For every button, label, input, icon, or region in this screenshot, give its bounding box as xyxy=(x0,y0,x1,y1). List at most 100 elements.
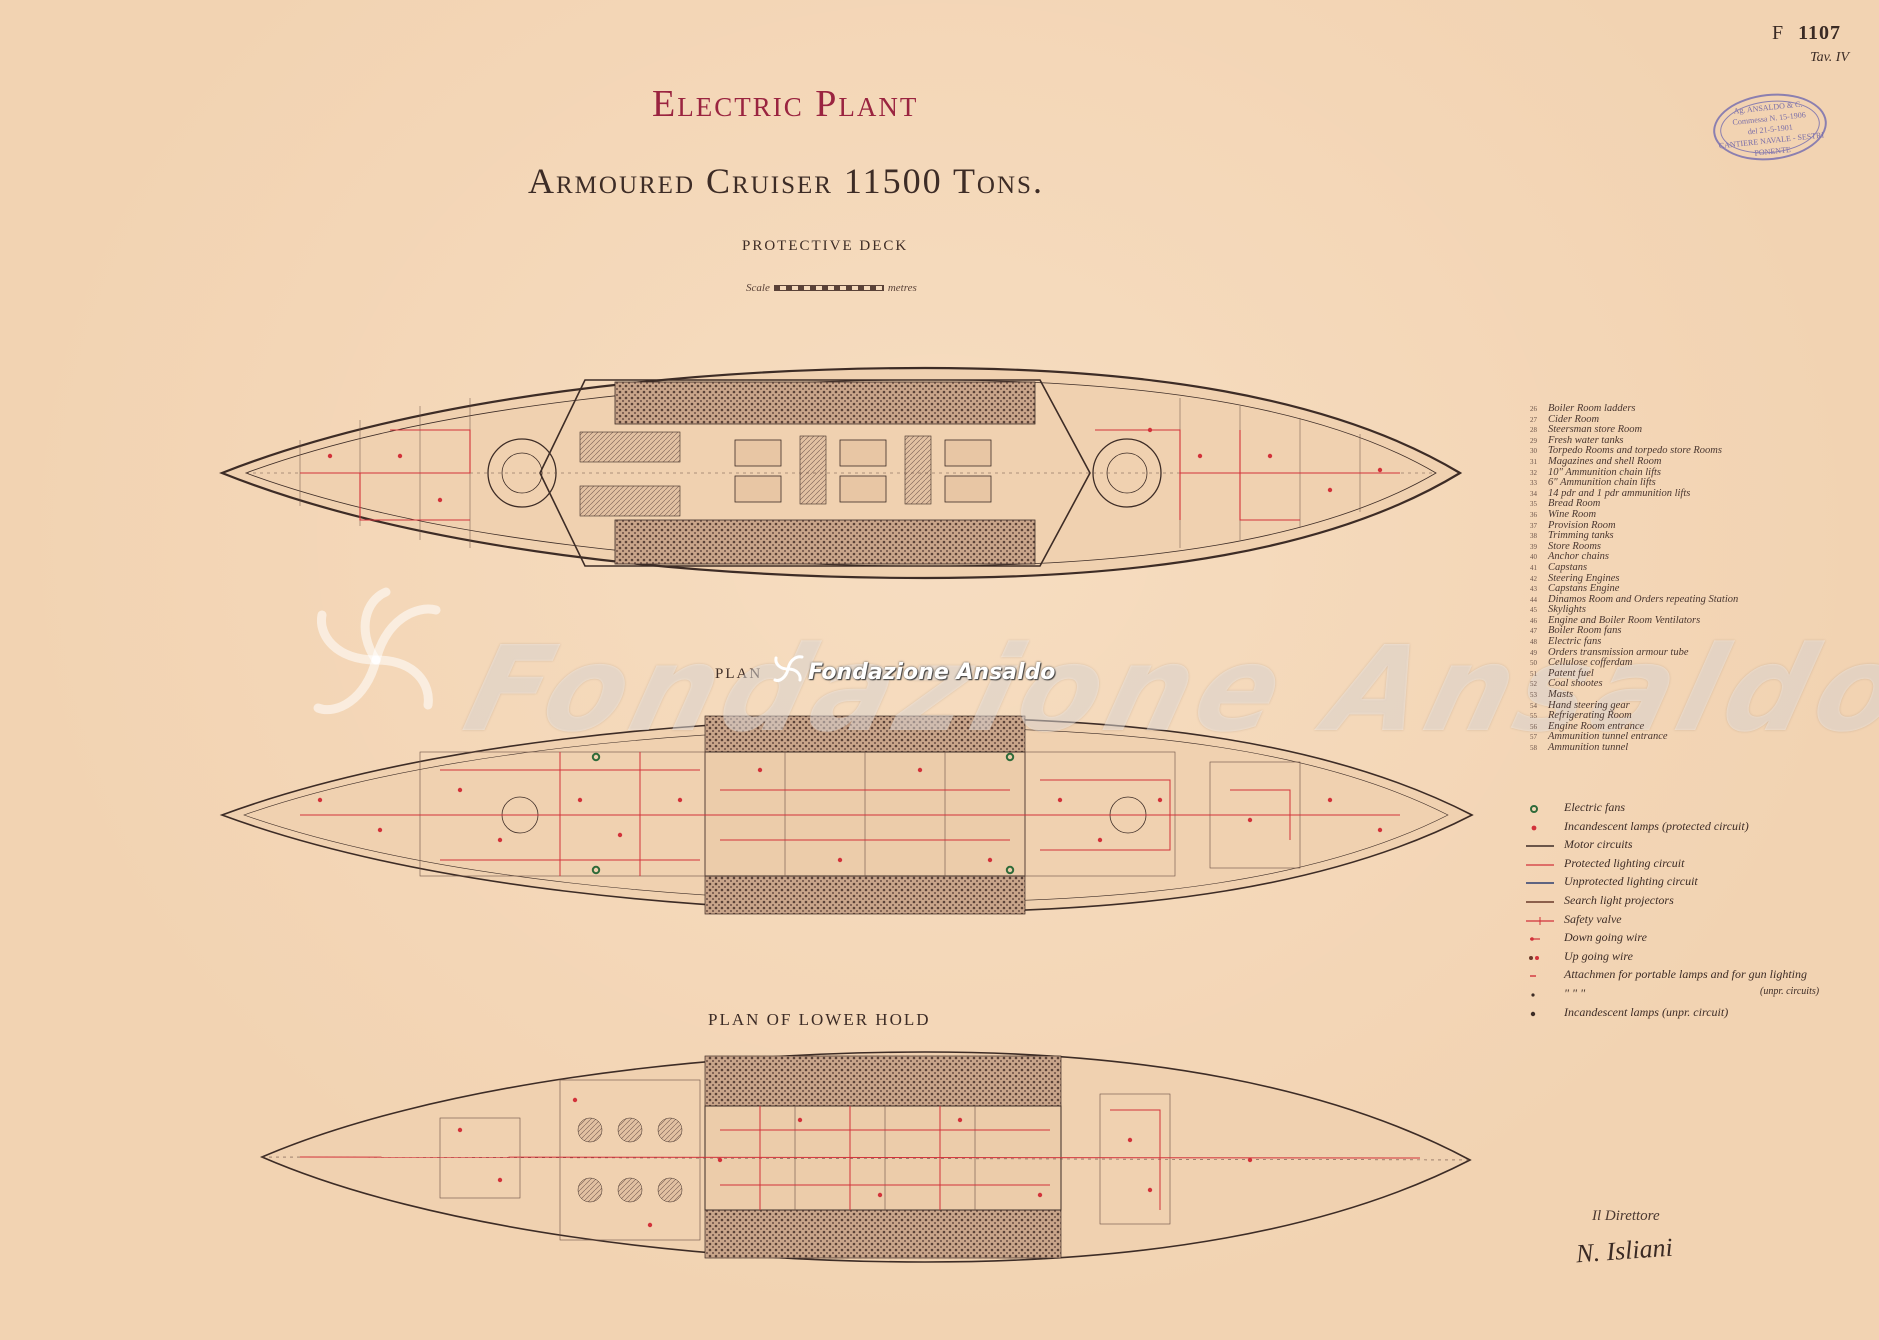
room-legend-label: Electric fans xyxy=(1548,636,1602,648)
room-legend-label: Ammunition tunnel entrance xyxy=(1548,731,1668,743)
room-legend-number: 44 xyxy=(1530,595,1537,604)
room-legend-number: 50 xyxy=(1530,659,1537,668)
symbol-legend-note: (unpr. circuits) xyxy=(1760,985,1820,997)
red-line-tick-icon xyxy=(1526,916,1554,925)
room-legend-label: Boiler Room ladders xyxy=(1548,403,1636,414)
room-legend-number: 55 xyxy=(1530,712,1537,721)
symbol-legend-label: Electric fans xyxy=(1564,800,1625,814)
room-legend-number: 31 xyxy=(1530,457,1537,466)
room-legend-number: 42 xyxy=(1530,574,1537,583)
room-legend-number: 45 xyxy=(1530,606,1537,615)
room-legend-number: 28 xyxy=(1530,426,1537,435)
dark-dot-small-icon xyxy=(1531,993,1535,997)
symbol-legend-item: Down going wire xyxy=(1520,930,1870,949)
room-legend-label: Trimming tanks xyxy=(1548,530,1614,542)
room-legend-label: 6" Ammunition chain lifts xyxy=(1548,477,1656,489)
symbol-legend-item: Protected lighting circuit xyxy=(1520,856,1870,875)
room-legend-item: 48 Electric fans xyxy=(1530,636,1860,648)
room-legend-label: Cellulose cofferdam xyxy=(1548,657,1633,669)
symbol-legend-label: Protected lighting circuit xyxy=(1564,855,1685,870)
room-legend-label: Coal shootes xyxy=(1548,678,1603,690)
room-legend-number: 34 xyxy=(1530,489,1537,498)
symbol-legend-label: Unprotected lighting circuit xyxy=(1564,874,1698,889)
room-legend-label: Engine Room entrance xyxy=(1548,720,1645,732)
room-legend-number: 51 xyxy=(1530,669,1537,678)
room-legend-label: Ammunition tunnel xyxy=(1548,742,1629,753)
plan-lower-hold xyxy=(259,1051,1472,1263)
room-legend-number: 37 xyxy=(1530,521,1537,530)
room-legend-label: Patent fuel xyxy=(1548,667,1594,679)
symbol-legend-item: Motor circuits xyxy=(1520,837,1870,856)
drawing-subtitle: Armoured Cruiser 11500 Tons. xyxy=(528,161,1044,201)
symbol-legend-label: Motor circuits xyxy=(1564,837,1633,852)
room-legend-label: 14 pdr and 1 pdr ammunition lifts xyxy=(1548,487,1691,499)
deck-label-plan: PLAN xyxy=(715,666,763,682)
symbol-legend-label: Safety valve xyxy=(1564,911,1622,926)
room-legend-item: 50 Cellulose cofferdam xyxy=(1530,658,1860,669)
deck-label-protective: PROTECTIVE DECK xyxy=(742,238,909,254)
symbol-legend-item: Safety valve xyxy=(1520,912,1870,931)
symbol-legend-label: Incandescent lamps (unpr. circuit) xyxy=(1564,1004,1729,1019)
sheet-prefix: F xyxy=(1771,22,1785,44)
room-legend-item: 37 Provision Room xyxy=(1530,519,1860,532)
dark-line-icon xyxy=(1526,845,1554,847)
room-legend-number: 30 xyxy=(1530,447,1537,456)
red-arrow-down-icon xyxy=(1530,937,1540,941)
symbol-legend-label: Search light projectors xyxy=(1564,892,1674,907)
symbol-legend-item: Search light projectors xyxy=(1520,893,1870,912)
room-legend-number: 56 xyxy=(1530,722,1537,731)
room-legend-label: Capstans Engine xyxy=(1548,583,1620,595)
symbol-legend-item: Attachmen for portable lamps and for gun… xyxy=(1520,967,1870,986)
room-legend-label: Torpedo Rooms and torpedo store Rooms xyxy=(1548,445,1722,457)
room-legend-label: Store Rooms xyxy=(1548,540,1601,552)
deck-label-lower-hold: PLAN OF LOWER HOLD xyxy=(708,1010,931,1029)
room-legend-number: 48 xyxy=(1530,638,1537,647)
room-legend-label: Fresh water tanks xyxy=(1548,434,1624,446)
brown-line-icon xyxy=(1526,901,1554,903)
room-legend-number: 52 xyxy=(1530,680,1537,689)
room-legend-number: 33 xyxy=(1530,479,1537,488)
sheet-number-value: 1107 xyxy=(1798,22,1841,44)
room-legend-label: Capstans xyxy=(1548,561,1588,573)
drawing-title: Electric Plant xyxy=(652,83,919,125)
plan-middle-deck xyxy=(219,715,1474,915)
room-legend-item: 30 Torpedo Rooms and torpedo store Rooms xyxy=(1530,446,1860,457)
room-legend-number: 32 xyxy=(1530,468,1537,477)
room-legend-label: 10" Ammunition chain lifts xyxy=(1548,466,1662,478)
room-legend-item: 32 10" Ammunition chain lifts xyxy=(1530,466,1860,479)
room-legend-label: Refrigerating Room xyxy=(1548,710,1632,722)
room-legend-number: 39 xyxy=(1530,542,1537,551)
room-legend-label: Orders transmission armour tube xyxy=(1548,646,1689,658)
green-ring-icon xyxy=(1530,805,1538,813)
room-legend-number: 54 xyxy=(1530,701,1537,710)
red-dot-icon xyxy=(1531,825,1537,830)
room-legend-number: 46 xyxy=(1530,616,1537,625)
symbol-legend-label: Down going wire xyxy=(1564,930,1647,945)
room-legend-item: 55 Refrigerating Room xyxy=(1530,710,1860,722)
watermark-logo-icon xyxy=(313,587,441,715)
room-legend-label: Provision Room xyxy=(1548,519,1616,531)
red-double-dot-icon xyxy=(1529,955,1539,960)
room-legend-label: Anchor chains xyxy=(1548,551,1609,563)
room-legend-number: 38 xyxy=(1530,532,1537,541)
room-legend-number: 43 xyxy=(1530,585,1537,594)
watermark-small-text: Fondazione Ansaldo xyxy=(808,660,1056,685)
room-legend-item: 38 Trimming tanks xyxy=(1530,530,1860,542)
plan-protective-deck xyxy=(219,366,1463,580)
room-legend-item: 52 Coal shootes xyxy=(1530,679,1860,690)
blue-line-icon xyxy=(1526,882,1554,885)
room-legend-label: Cider Room xyxy=(1548,413,1600,425)
